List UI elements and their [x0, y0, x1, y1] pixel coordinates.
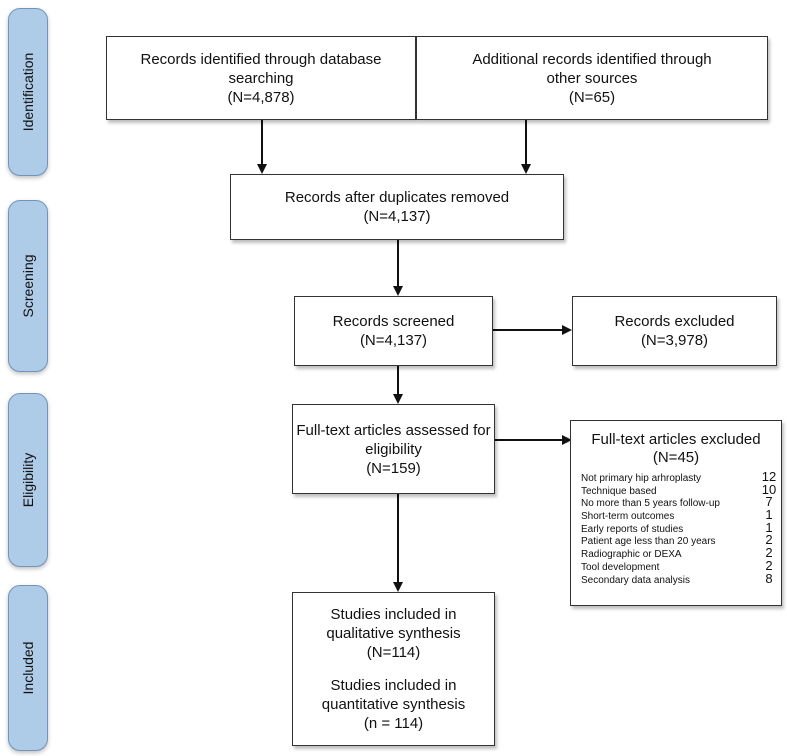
quantitative-line2: quantitative synthesis: [321, 696, 466, 713]
fulltext-excluded-title: Full-text articles excluded: [591, 431, 761, 448]
exclusion-reason-label: Radiographic or DEXA: [581, 549, 682, 561]
exclusion-reason: Early reports of studies 1: [581, 519, 777, 535]
records-identified-database-box: Records identified through database sear…: [106, 36, 416, 120]
fulltext-assessed-count: (N=159): [366, 459, 421, 477]
quantitative-line1: Studies included in: [330, 677, 457, 694]
exclusion-reason: Radiographic or DEXA 2: [581, 545, 777, 561]
records-screened-box: Records screened (N=4,137): [294, 296, 493, 366]
duplicates-removed-count: (N=4,137): [363, 208, 431, 225]
exclusion-reason-label: No more than 5 years follow-up: [581, 498, 720, 510]
records-screened-label: Records screened: [332, 313, 455, 330]
exclusion-reason-count: 1: [765, 519, 773, 535]
exclusion-reason-count: 2: [765, 532, 773, 548]
records-identified-database-line2: searching: [228, 69, 294, 87]
exclusion-reason-label: Secondary data analysis: [581, 574, 690, 586]
studies-included-box: Studies included in qualitative synthesi…: [292, 592, 495, 746]
exclusion-reason: No more than 5 years follow-up 7: [581, 494, 777, 510]
fulltext-assessed-line1: Full-text articles assessed for: [296, 421, 491, 439]
fulltext-assessed-box: Full-text articles assessed for eligibil…: [292, 404, 495, 494]
exclusion-reason: Tool development 2: [581, 557, 777, 573]
exclusion-reason-label: Not primary hip arhroplasty: [581, 473, 702, 484]
records-excluded-label: Records excluded: [614, 313, 735, 330]
exclusion-reason-label: Technique based: [581, 485, 657, 497]
exclusion-reason: Patient age less than 20 years 2: [581, 532, 777, 548]
exclusion-reason-count: 12: [761, 469, 777, 484]
records-excluded-box: Records excluded (N=3,978): [572, 296, 777, 366]
stage-identification: Identification: [8, 8, 48, 176]
duplicates-removed-label: Records after duplicates removed: [284, 189, 510, 206]
exclusion-reason-count: 2: [765, 557, 773, 573]
stage-screening: Screening: [8, 200, 48, 372]
qualitative-line1: Studies included in: [330, 606, 457, 623]
exclusion-reason-label: Patient age less than 20 years: [581, 536, 716, 548]
exclusion-reason-count: 8: [765, 570, 773, 586]
additional-records-line2: other sources: [546, 69, 638, 87]
fulltext-assessed-line2: eligibility: [365, 440, 422, 458]
additional-records-box: Additional records identified through ot…: [416, 36, 768, 120]
exclusion-reason: Not primary hip arhroplasty 12: [581, 469, 777, 484]
exclusion-reason-label: Early reports of studies: [581, 523, 684, 535]
exclusion-reason: Short-term outcomes 1: [581, 507, 777, 523]
additional-records-line1: Additional records identified through: [472, 50, 712, 68]
records-identified-database-count: (N=4,878): [227, 88, 295, 106]
stage-included: Included: [8, 585, 48, 751]
exclusion-reason-label: Tool development: [581, 561, 660, 573]
duplicates-removed-box: Records after duplicates removed (N=4,13…: [230, 174, 564, 240]
exclusion-reasons-list: Not primary hip arhroplasty 12 Technique…: [581, 469, 777, 586]
exclusion-reason-label: Short-term outcomes: [581, 511, 675, 523]
exclusion-reason-count: 7: [765, 494, 773, 510]
exclusion-reason-count: 1: [765, 507, 773, 523]
records-excluded-count: (N=3,978): [640, 332, 709, 349]
exclusion-reason-count: 10: [761, 481, 777, 497]
qualitative-line2: qualitative synthesis: [326, 625, 461, 642]
additional-records-count: (N=65): [568, 88, 616, 106]
stage-eligibility: Eligibility: [8, 393, 48, 567]
records-screened-count: (N=4,137): [359, 332, 428, 349]
exclusion-reason: Technique based 10: [581, 481, 777, 497]
exclusion-reason: Secondary data analysis 8: [581, 570, 777, 586]
exclusion-reason-count: 2: [765, 545, 773, 561]
records-identified-database-line1: Records identified through database: [140, 50, 382, 68]
fulltext-excluded-box: Full-text articles excluded (N=45) Not p…: [570, 420, 782, 606]
fulltext-excluded-count: (N=45): [652, 449, 700, 466]
qualitative-count: (N=114): [366, 644, 421, 661]
quantitative-count: (n = 114): [363, 715, 424, 732]
